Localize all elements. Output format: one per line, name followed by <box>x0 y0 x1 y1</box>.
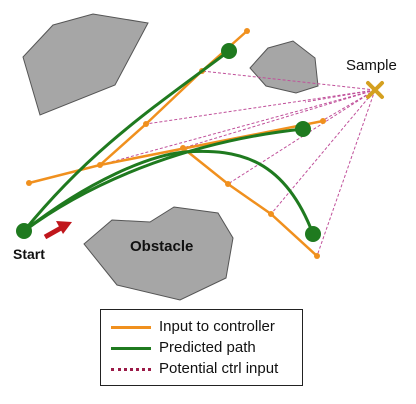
obstacle-top-left <box>22 13 149 116</box>
legend-swatch-orange-line <box>111 326 151 329</box>
legend-item-input-to-controller: Input to controller <box>101 317 304 337</box>
legend-swatch-dotted-line <box>111 368 151 371</box>
predicted-paths <box>22 49 315 236</box>
legend-label: Potential ctrl input <box>159 360 279 377</box>
sample-label: Sample <box>346 57 397 74</box>
legend-item-potential-ctrl-input: Potential ctrl input <box>101 359 304 379</box>
legend-label: Predicted path <box>159 339 256 356</box>
sample-cross-icon <box>366 81 384 99</box>
input-to-controller-waypoints <box>26 28 326 259</box>
start-label: Start <box>13 246 45 262</box>
obstacle-bottom <box>83 206 234 301</box>
obstacle-top-right <box>249 40 319 94</box>
legend-swatch-green-line <box>111 347 151 350</box>
legend-item-predicted-path: Predicted path <box>101 338 304 358</box>
legend: Input to controller Predicted path Poten… <box>100 309 303 386</box>
potential-ctrl-input-lines <box>99 70 376 257</box>
start-direction-arrow <box>43 221 72 240</box>
obstacle-label: Obstacle <box>130 238 193 255</box>
predicted-path-nodes <box>16 43 321 242</box>
legend-label: Input to controller <box>159 318 275 335</box>
